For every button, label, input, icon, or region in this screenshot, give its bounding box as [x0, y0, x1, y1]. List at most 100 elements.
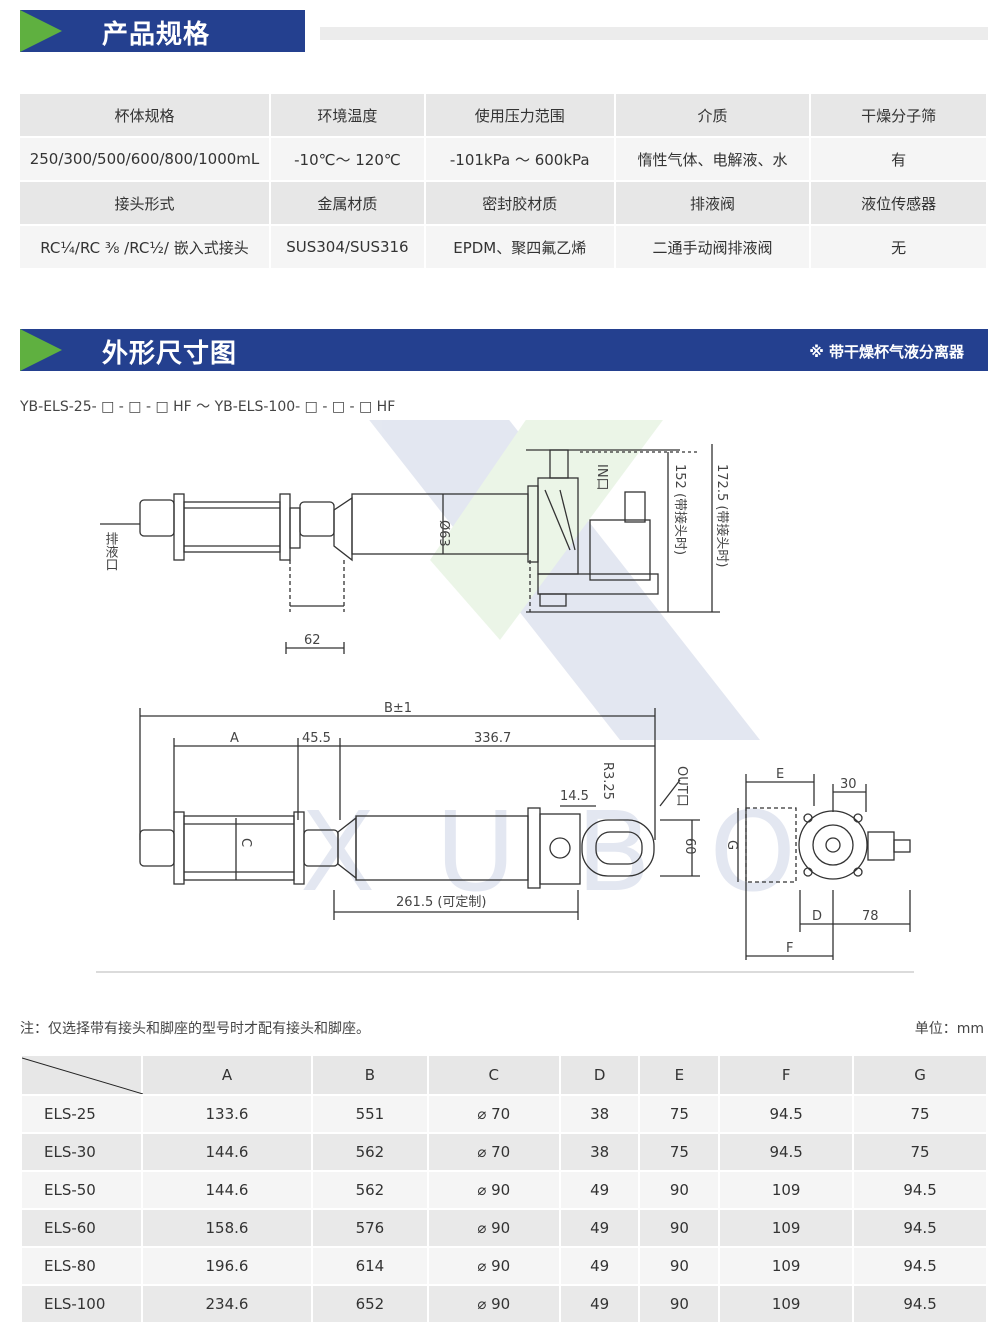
value-cell: 38: [558, 1132, 641, 1172]
banner-bar: [20, 10, 305, 52]
dim-78: 78: [862, 909, 879, 924]
section-banner-specs: 产品规格: [20, 10, 305, 52]
out-port-label: OUT口: [674, 766, 689, 807]
value-cell: 75: [638, 1132, 721, 1172]
value-cell: 109: [718, 1284, 855, 1324]
diagonal-line: [22, 1057, 143, 1094]
banner-note: ※ 带干燥杯气液分离器: [809, 343, 964, 361]
dimension-drawing: XUBO: [96, 420, 914, 973]
dim-e: E: [776, 767, 784, 782]
value-cell: 614: [310, 1246, 429, 1286]
value-cell: 90: [638, 1208, 721, 1248]
dim-30: 30: [840, 777, 857, 792]
value-cell: ⌀ 70: [426, 1094, 561, 1134]
front-view: [139, 708, 700, 920]
watermark: XUBO: [300, 420, 856, 916]
value-cell: 90: [638, 1284, 721, 1324]
banner-grey-strip: [320, 27, 988, 40]
spec-cell: 二通手动阀排液阀: [614, 225, 812, 270]
value-cell: 109: [718, 1246, 855, 1286]
value-cell: 90: [638, 1246, 721, 1286]
dim-col-header: A: [141, 1054, 313, 1096]
value-cell: 109: [718, 1170, 855, 1210]
dim-62: 62: [304, 633, 321, 648]
value-cell: ⌀ 90: [426, 1284, 561, 1324]
dim-152: 152 (带接头时): [672, 464, 688, 555]
value-cell: 75: [852, 1132, 988, 1172]
spec-cell: EPDM、聚四氟乙烯: [424, 225, 616, 270]
value-cell: 75: [638, 1094, 721, 1134]
spec-cell: 介质: [614, 94, 812, 138]
dim-336-7: 336.7: [474, 731, 511, 746]
value-cell: 109: [718, 1208, 855, 1248]
diagonal-header-cell: [20, 1054, 143, 1096]
green-arrow-decoration: [20, 10, 62, 52]
value-cell: 94.5: [718, 1132, 855, 1172]
section-title-specs: 产品规格: [102, 20, 211, 50]
value-cell: 652: [310, 1284, 429, 1324]
table-row: ELS-60 158.6 576 ⌀ 90 49 90 109 94.5: [20, 1208, 988, 1248]
dim-g: G: [724, 840, 739, 850]
spec-cell: 干燥分子筛: [810, 94, 988, 138]
dim-phi63: Ø63: [436, 520, 451, 547]
value-cell: ⌀ 90: [426, 1208, 561, 1248]
dimension-table: A B C D E F G ELS-25 133.6 551 ⌀ 70 38 7…: [20, 1054, 988, 1324]
value-cell: ⌀ 70: [426, 1132, 561, 1172]
spec-cell: -101kPa ～ 600kPa: [424, 137, 616, 182]
section-banner-dimensions: 外形尺寸图 ※ 带干燥杯气液分离器: [20, 329, 988, 371]
table-row: ELS-30 144.6 562 ⌀ 70 38 75 94.5 75: [20, 1132, 988, 1172]
dim-261-5: 261.5 (可定制): [396, 895, 487, 910]
value-cell: 94.5: [852, 1246, 988, 1286]
value-cell: 144.6: [141, 1170, 313, 1210]
value-cell: 49: [558, 1208, 641, 1248]
value-cell: 234.6: [141, 1284, 313, 1324]
green-arrow-decoration: [20, 329, 62, 371]
spec-cell: 使用压力范围: [424, 94, 616, 138]
value-cell: 562: [310, 1132, 429, 1172]
value-cell: 94.5: [718, 1094, 855, 1134]
value-cell: 196.6: [141, 1246, 313, 1286]
dim-col-header: G: [852, 1054, 988, 1096]
spec-cell: 环境温度: [269, 94, 426, 138]
dim-col-header: D: [558, 1054, 641, 1096]
top-view: [100, 444, 720, 654]
spec-cell: 惰性气体、电解液、水: [614, 137, 812, 182]
model-cell: ELS-25: [20, 1094, 143, 1134]
dim-f: F: [786, 941, 793, 956]
model-cell: ELS-30: [20, 1132, 143, 1172]
spec-row: RC¼/RC ⅜ /RC½/ 嵌入式接头 SUS304/SUS316 EPDM、…: [20, 225, 988, 270]
table-row: ELS-50 144.6 562 ⌀ 90 49 90 109 94.5: [20, 1170, 988, 1210]
dim-a: A: [230, 731, 239, 746]
dim-45-5: 45.5: [302, 731, 331, 746]
in-port-label: IN口: [594, 464, 609, 491]
value-cell: 49: [558, 1246, 641, 1286]
value-cell: 94.5: [852, 1208, 988, 1248]
model-range-text: YB-ELS-25- □ - □ - □ HF ～ YB-ELS-100- □ …: [20, 399, 396, 415]
value-cell: 94.5: [852, 1284, 988, 1324]
dim-172-5: 172.5 (带接头时): [714, 464, 730, 568]
dim-c: C: [238, 838, 253, 847]
dim-60: 60: [682, 838, 697, 855]
value-cell: 551: [310, 1094, 429, 1134]
unit-label: 单位：mm: [914, 1021, 984, 1037]
section-title-dimensions: 外形尺寸图: [102, 339, 238, 369]
spec-cell: 250/300/500/600/800/1000mL: [20, 137, 271, 182]
spec-cell: -10℃～ 120℃: [269, 137, 426, 182]
value-cell: 38: [558, 1094, 641, 1134]
model-cell: ELS-80: [20, 1246, 143, 1286]
value-cell: 576: [310, 1208, 429, 1248]
table-row: ELS-80 196.6 614 ⌀ 90 49 90 109 94.5: [20, 1246, 988, 1286]
dim-header-row: A B C D E F G: [20, 1054, 988, 1096]
spec-cell: 密封胶材质: [424, 181, 616, 226]
dim-r3-25: R3.25: [600, 762, 615, 800]
footnote: 注：仅选择带有接头和脚座的型号时才配有接头和脚座。: [20, 1021, 370, 1037]
dim-col-header: B: [310, 1054, 429, 1096]
table-row: ELS-100 234.6 652 ⌀ 90 49 90 109 94.5: [20, 1284, 988, 1324]
spec-row: 接头形式 金属材质 密封胶材质 排液阀 液位传感器: [20, 181, 988, 226]
spec-cell: 金属材质: [269, 181, 426, 226]
dim-col-header: F: [718, 1054, 855, 1096]
watermark-text: XUBO: [300, 788, 856, 916]
value-cell: 144.6: [141, 1132, 313, 1172]
spec-cell: 液位传感器: [810, 181, 988, 226]
value-cell: 94.5: [852, 1170, 988, 1210]
